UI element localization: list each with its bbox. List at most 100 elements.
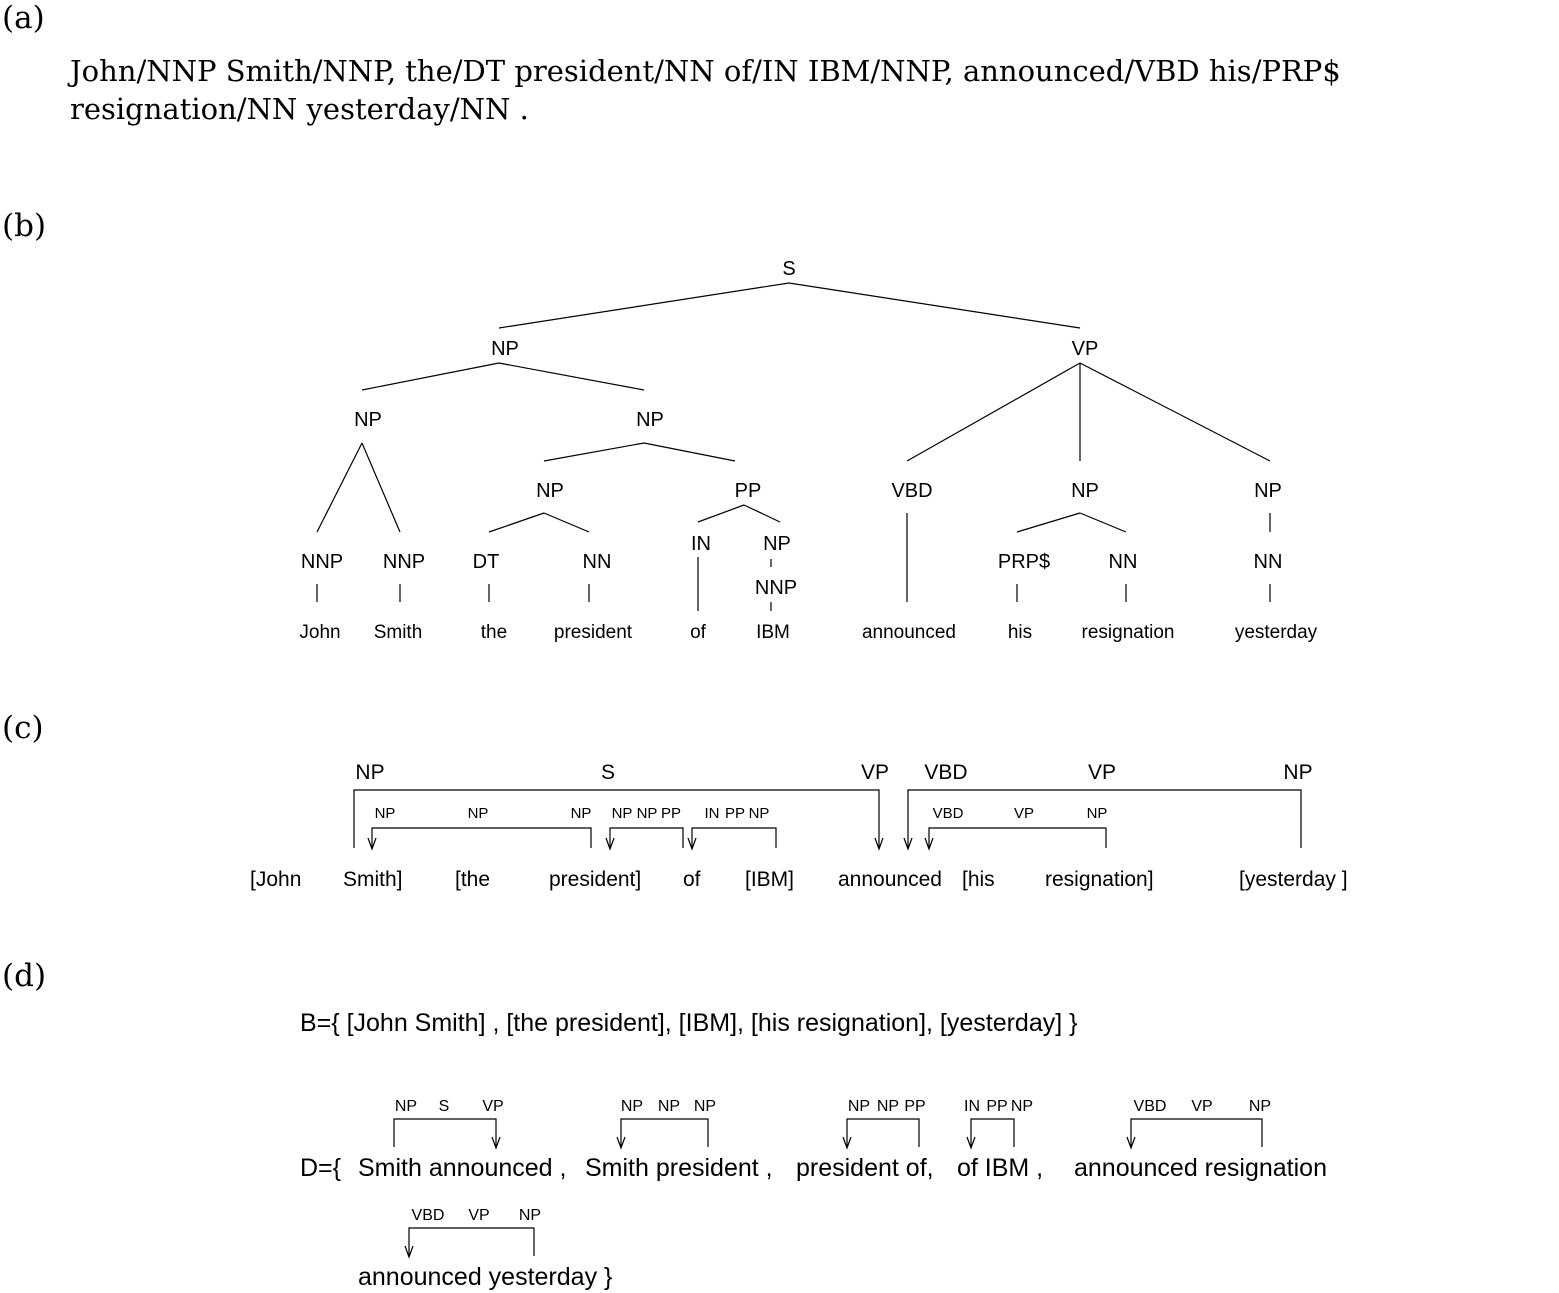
tree-word: president <box>554 622 633 643</box>
dep-label: NP <box>1283 761 1312 784</box>
dep-arrowhead <box>367 837 377 851</box>
dep-arc-line <box>928 827 1107 848</box>
tree-node-prp: PRP$ <box>998 551 1050 573</box>
panel-label-d: (d) <box>2 958 47 994</box>
dep-word: of <box>683 868 701 891</box>
tree-word: announced <box>862 622 956 643</box>
tree-node-in: IN <box>691 533 711 555</box>
dep-label: NP <box>877 1098 899 1115</box>
tree-node-vbd: VBD <box>891 480 932 502</box>
dep-label: VBD <box>924 761 967 784</box>
set-b-text: B={ [John Smith] , [the president], [IBM… <box>300 1009 1077 1037</box>
dep-label: IN <box>705 805 720 822</box>
tree-word: of <box>690 622 707 643</box>
dep-label: NP <box>637 805 658 822</box>
dep-label: NP <box>658 1098 680 1115</box>
tree-edge <box>316 442 363 533</box>
set-d-item: Smith president , <box>585 1154 773 1182</box>
dep-label: VBD <box>412 1207 445 1224</box>
tree-node-nn-resignation: NN <box>1109 551 1138 573</box>
dep-arc-line <box>609 827 684 848</box>
tree-edge <box>361 362 500 391</box>
set-d-item: announced yesterday } <box>358 1263 612 1291</box>
tree-word: Smith <box>374 622 423 643</box>
dep-word: [the <box>455 868 490 891</box>
dep-label: NP <box>1087 805 1108 822</box>
tree-edge <box>743 504 781 523</box>
tree-edge <box>1016 512 1081 533</box>
dep-arc-announced-resignation: VBD VP NP <box>924 805 1108 851</box>
dep-arrowhead <box>687 837 697 851</box>
set-d-arc-of-ibm: IN PP NP <box>964 1098 1033 1150</box>
tree-node-nnp-smith: NNP <box>383 551 425 573</box>
tree-edge <box>498 362 645 391</box>
tree-edge <box>643 442 736 462</box>
panel-label-b: (b) <box>2 208 47 244</box>
tree-node-nnp-ibm: NNP <box>755 577 797 599</box>
dep-label: NP <box>468 805 489 822</box>
dep-label: NP <box>355 761 384 784</box>
constituency-tree: S NP VP NP NP NP PP VBD NP NP NNP NNP DT… <box>299 258 1317 643</box>
tree-node-nn-president: NN <box>583 551 612 573</box>
tree-node-np-ibm: NP <box>763 533 791 555</box>
dep-label: NP <box>612 805 633 822</box>
dep-arc-line <box>393 1118 497 1147</box>
set-d-arc-president-of: NP NP PP <box>842 1098 926 1150</box>
dep-arrowhead <box>924 837 934 851</box>
dep-arrowhead <box>842 1136 852 1150</box>
dep-word: announced <box>838 868 942 891</box>
dep-arc-line <box>408 1227 535 1256</box>
set-d-prefix: D={ <box>300 1154 341 1182</box>
dep-arrowhead <box>874 837 884 851</box>
dep-word: resignation] <box>1045 868 1154 891</box>
dep-label: NP <box>694 1098 716 1115</box>
dep-word: [John <box>250 868 301 891</box>
tree-node-np-john-smith: NP <box>354 409 382 431</box>
dep-label: VP <box>482 1098 503 1115</box>
dep-label: PP <box>904 1098 925 1115</box>
dep-arc-line <box>691 827 777 848</box>
dep-arc-line <box>353 789 880 848</box>
set-d-item: president of, <box>796 1154 934 1182</box>
set-d-arc-smith-announced: NP S VP <box>393 1098 504 1150</box>
dep-arc-president-of: NP NP PP <box>605 805 684 851</box>
dep-label: NP <box>1249 1098 1271 1115</box>
tree-edge <box>788 282 1081 329</box>
set-b: B={ [John Smith] , [the president], [IBM… <box>300 1009 1077 1037</box>
dep-label: NP <box>621 1098 643 1115</box>
dep-label: VP <box>1014 805 1034 822</box>
dep-label: VP <box>1088 761 1116 784</box>
tree-node-np-his-resignation: NP <box>1071 480 1099 502</box>
dep-label: PP <box>661 805 681 822</box>
dep-arrowhead <box>616 1136 626 1150</box>
tree-node-nnp-john: NNP <box>301 551 343 573</box>
tree-edge <box>697 504 745 523</box>
dep-arc-of-ibm: IN PP NP <box>687 805 777 851</box>
dep-arrowhead <box>491 1136 501 1150</box>
dep-arrowhead <box>966 1136 976 1150</box>
dep-label: NP <box>749 805 770 822</box>
dep-word: [yesterday ] <box>1239 868 1348 891</box>
dep-label: VBD <box>1134 1098 1167 1115</box>
tree-node-np-subject: NP <box>491 338 519 360</box>
tree-node-s: S <box>782 258 795 280</box>
tree-edge <box>543 512 590 533</box>
dep-arc-line <box>907 789 1302 848</box>
set-d-arc-announced-yesterday: VBD VP NP <box>404 1207 541 1259</box>
tree-word: resignation <box>1082 622 1175 643</box>
tree-edge <box>498 282 790 329</box>
dep-label: NP <box>519 1207 541 1224</box>
dep-arc-line <box>620 1118 709 1147</box>
set-d-item: announced resignation <box>1074 1154 1327 1182</box>
dep-arrowhead <box>903 837 913 851</box>
dep-label: NP <box>1011 1098 1033 1115</box>
tree-node-np-yesterday: NP <box>1254 480 1282 502</box>
dep-arc-line <box>371 827 592 848</box>
tree-node-np-president-of-ibm: NP <box>636 409 664 431</box>
dep-arc-smith-president: NP NP NP <box>367 805 592 851</box>
dep-arc-line <box>1130 1118 1263 1147</box>
dep-label: S <box>601 761 615 784</box>
dep-label: VBD <box>933 805 964 822</box>
tree-node-dt: DT <box>473 551 500 573</box>
